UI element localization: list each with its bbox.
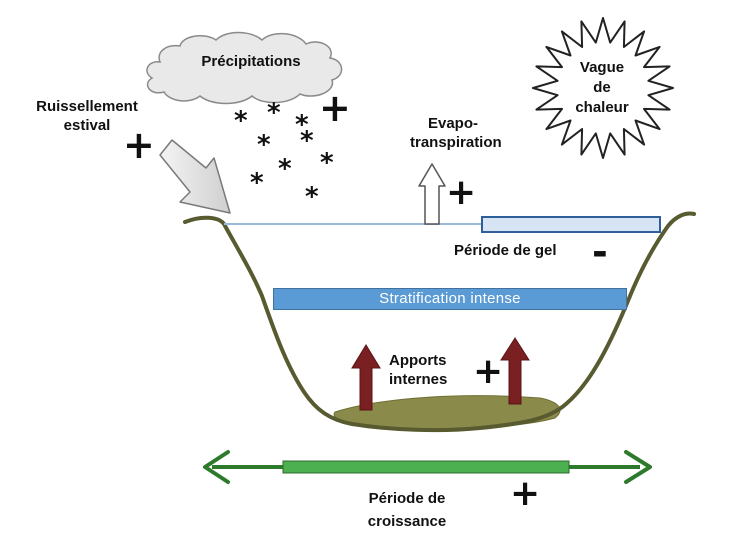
cloud-shape: [146, 31, 343, 105]
internal-loading-arrow-right: [500, 337, 530, 405]
growth-period-label-line2: croissance: [367, 513, 447, 530]
snowflake-mark: *: [305, 182, 319, 212]
snowflake-mark: *: [320, 148, 334, 178]
growth-period-label-line1: Période de: [368, 490, 446, 507]
growth-period-arrowhead-right: [624, 450, 652, 484]
evapotranspiration-arrow: [418, 163, 446, 225]
heatwave-label: Vague de chaleur: [560, 58, 644, 118]
snowflake-mark: *: [250, 168, 264, 198]
internal-loading-arrow-left: [351, 344, 381, 411]
growth-plus-sign: +: [510, 473, 541, 514]
snowflake-mark: *: [267, 98, 281, 128]
snowflake-mark: *: [234, 106, 248, 136]
lake-basin: [183, 211, 696, 433]
ice-period-label: Période de gel: [454, 242, 557, 259]
evapotranspiration-label-line1: Evapo-: [427, 115, 478, 132]
runoff-plus-sign: +: [123, 123, 155, 167]
internal-loading-label-line2: internes: [389, 371, 448, 388]
sun-shape: [532, 17, 674, 159]
internal-loading-label-line1: Apports: [389, 352, 447, 369]
heatwave-label-line1: Vague: [579, 59, 625, 76]
runoff-arrow: [159, 139, 231, 214]
snowflake-mark: *: [295, 110, 309, 140]
runoff-label-line2: estival: [63, 117, 111, 134]
snowflake-mark: *: [257, 130, 271, 160]
growth-period-bar: [282, 460, 570, 474]
runoff-label: Ruissellement estival: [22, 97, 152, 135]
evapotranspiration-label-line2: transpiration: [410, 134, 502, 151]
heatwave-label-line3: chaleur: [575, 99, 629, 116]
ice-cover-bar: [481, 216, 661, 233]
precipitation-plus-sign: +: [319, 86, 351, 130]
snowflake-mark: *: [278, 154, 292, 184]
ice-minus-sign: -: [592, 230, 608, 274]
evapotranspiration-label: Evapo- transpiration: [410, 114, 502, 152]
precipitations-label: Précipitations: [201, 53, 301, 70]
runoff-label-line1: Ruissellement: [36, 98, 138, 115]
internal-loading-label: Apports internes: [389, 351, 447, 389]
heatwave-label-line2: de: [593, 79, 611, 96]
stratification-bar: Stratification intense: [273, 288, 627, 310]
evapotranspiration-plus-sign: +: [446, 172, 477, 213]
internal-loading-plus-sign: +: [473, 351, 504, 392]
snowflake-mark: *: [300, 126, 314, 156]
growth-period-label: Période de croissance: [352, 487, 462, 533]
growth-period-arrowhead-left: [203, 450, 230, 484]
